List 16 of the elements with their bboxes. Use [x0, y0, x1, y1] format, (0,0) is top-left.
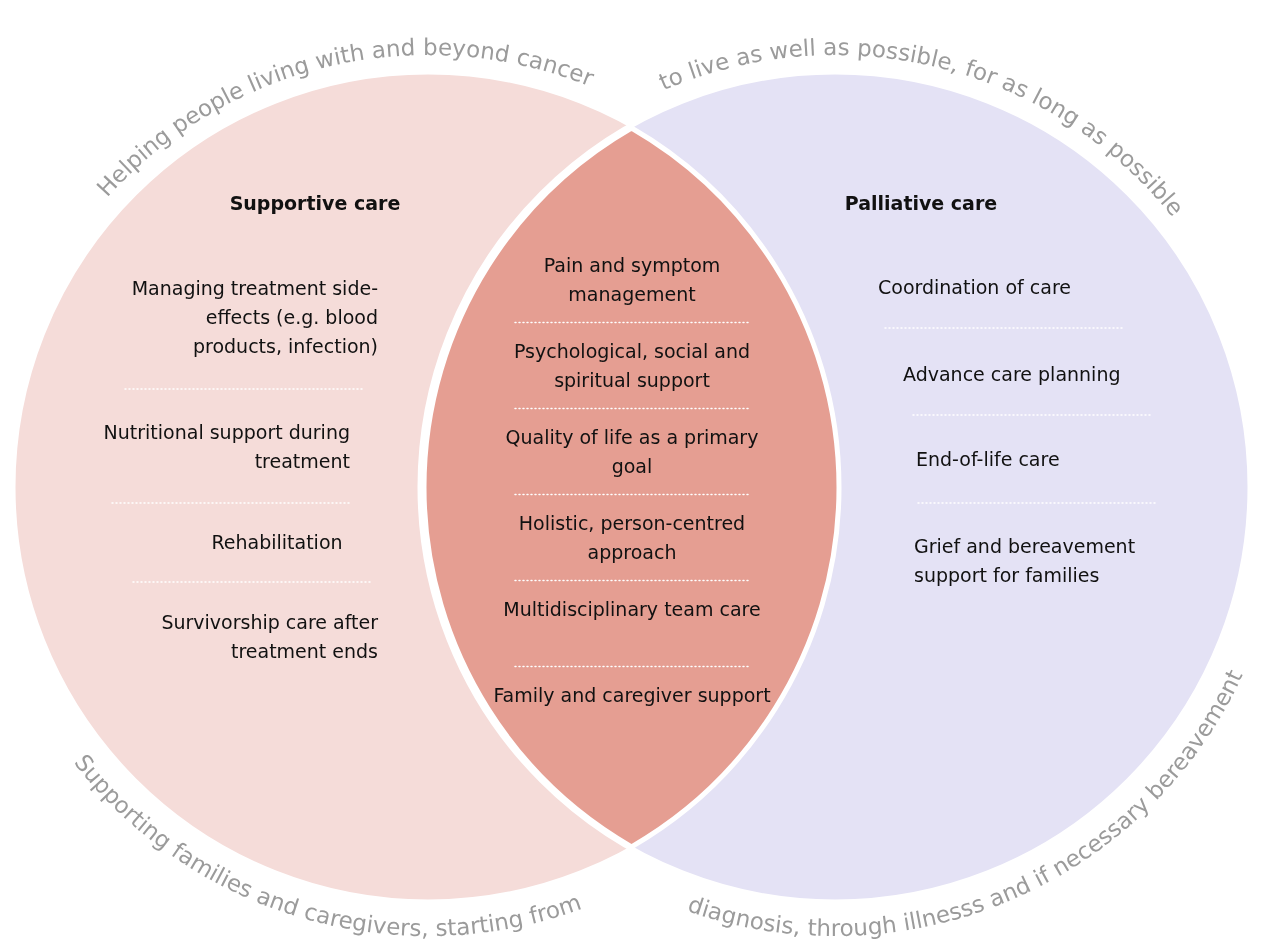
care-item: Quality of life as a primary goal: [504, 425, 760, 479]
care-item: Grief and bereavement support for families: [914, 534, 1137, 588]
care-item: Holistic, person-centred approach: [517, 511, 747, 565]
care-item: End-of-life care: [916, 447, 1061, 472]
section-heading: Palliative care: [843, 191, 999, 216]
section-heading: Supportive care: [228, 191, 402, 216]
care-item: Managing treatment side-effects (e.g. blood products, infection): [130, 276, 378, 359]
care-item: Psychological, social and spiritual support: [513, 339, 751, 393]
care-item: Pain and symptom management: [542, 253, 722, 307]
care-item: Coordination of care: [878, 275, 1072, 300]
care-item: Rehabilitation: [210, 530, 344, 555]
care-item: Nutritional support during treatment: [102, 420, 350, 474]
care-item: Family and caregiver support: [492, 683, 772, 708]
care-item: Survivorship care after treatment ends: [160, 610, 378, 664]
care-item: Multidisciplinary team care: [502, 597, 762, 622]
care-item: Advance care planning: [903, 362, 1122, 387]
